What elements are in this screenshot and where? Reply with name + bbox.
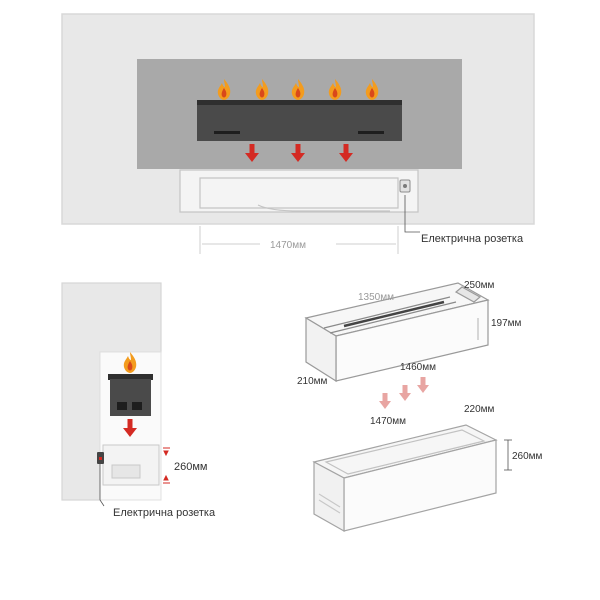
power-socket-icon <box>97 452 104 464</box>
burner-length-label: 1350мм <box>358 292 394 303</box>
burner-isometric <box>304 282 490 383</box>
front-view: 1470мм Електрична розетка <box>61 13 535 254</box>
box-height-label: 260мм <box>512 451 543 462</box>
burner-depth-label: 250мм <box>464 280 495 291</box>
burner-height-label: 197мм <box>491 318 522 329</box>
width-label-top: 1470мм <box>270 240 306 251</box>
lower-box-side <box>102 444 160 486</box>
arrow-down-icon <box>399 385 411 401</box>
burner-width-base-label: 210мм <box>297 376 328 387</box>
burner-side <box>108 374 153 416</box>
arrow-down-icon <box>417 377 429 393</box>
dimension-niche-height <box>163 447 170 484</box>
outlet-label-top: Електрична розетка <box>421 233 524 245</box>
power-socket-icon <box>399 179 411 193</box>
box-length-label: 1470мм <box>370 416 406 427</box>
lower-box-isometric <box>312 424 498 533</box>
burner-length-base-label: 1460мм <box>400 362 436 373</box>
burner-front <box>197 100 402 141</box>
dimension-width-top <box>199 226 399 254</box>
side-section-view: 260мм Електрична розетка <box>61 282 216 519</box>
dimension-box-height <box>504 439 512 471</box>
outlet-leader-bottom <box>99 464 105 507</box>
box-depth-label: 220мм <box>464 404 495 415</box>
outlet-leader-top <box>404 195 420 233</box>
outlet-label-bottom: Електрична розетка <box>113 507 216 519</box>
arrow-down-icon <box>379 393 391 409</box>
lower-box-front <box>179 169 419 213</box>
niche-height-label: 260мм <box>174 461 207 473</box>
